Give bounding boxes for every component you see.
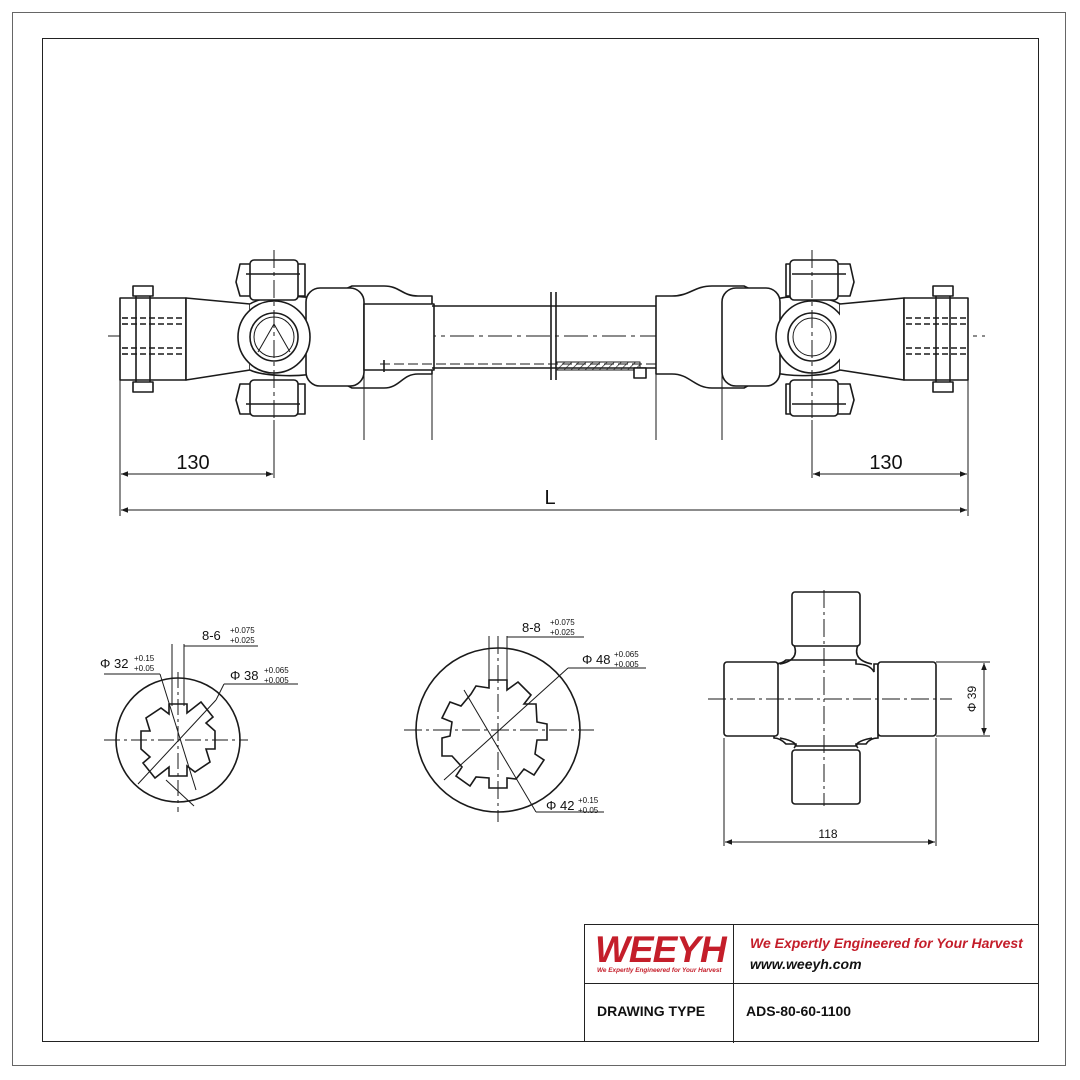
- sec2-key-tol-upper: +0.075: [550, 618, 575, 627]
- sec2-major-diameter: Φ 48: [582, 652, 610, 667]
- dim-cross-diameter: Φ 39: [965, 686, 979, 713]
- cross-cap-top: [791, 591, 861, 647]
- title-block-type-value-cell: ADS-80-60-1100: [734, 984, 1039, 1043]
- title-block-type-label-cell: DRAWING TYPE: [585, 984, 734, 1043]
- center-tube: [363, 292, 660, 380]
- sec1-major-tol-upper: +0.065: [264, 666, 289, 675]
- sec1-key-width: 8-6: [202, 628, 221, 643]
- dim-left-130: 130: [176, 452, 209, 474]
- brand-logo-tagline: We Expertly Engineered for Your Harvest: [597, 967, 722, 974]
- title-block-slogan-cell: We Expertly Engineered for Your Harvest …: [734, 925, 1039, 984]
- drawing-type-label: DRAWING TYPE: [597, 1003, 706, 1019]
- right-end-collar: [903, 285, 969, 393]
- sec1-major-tol-lower: +0.005: [264, 676, 289, 685]
- shaft-assembly-view: [108, 250, 985, 516]
- sec2-minor-tol-lower: +0.05: [578, 806, 599, 815]
- spline-section-8-tooth: [404, 636, 646, 822]
- sec2-key-width: 8-8: [522, 620, 541, 635]
- spline-section-6-tooth: [104, 644, 298, 812]
- sec2-minor-diameter: Φ 42: [546, 798, 574, 813]
- dim-right-130: 130: [869, 452, 902, 474]
- extension-lines: [119, 374, 969, 516]
- cross-cap-bottom: [791, 749, 861, 805]
- sec1-key-tol-upper: +0.075: [230, 626, 255, 635]
- sec1-minor-tol-upper: +0.15: [134, 654, 155, 663]
- company-website: www.weeyh.com: [750, 956, 862, 972]
- cross-body: [773, 659, 879, 747]
- universal-joint-cross: [708, 590, 990, 846]
- sec1-key-tol-lower: +0.025: [230, 636, 255, 645]
- brand-logo: WEEYH: [595, 929, 727, 970]
- right-yoke: [655, 250, 905, 440]
- sec2-minor-tol-upper: +0.15: [578, 796, 599, 805]
- left-end-collar: [119, 285, 187, 393]
- title-block: WEEYH We Expertly Engineered for Your Ha…: [584, 924, 1039, 1043]
- sec1-minor-diameter: Φ 32: [100, 656, 128, 671]
- title-block-logo-cell: WEEYH We Expertly Engineered for Your Ha…: [585, 925, 734, 984]
- dim-overall-length: L: [544, 487, 555, 509]
- drawing-border: [42, 38, 1039, 1042]
- sec2-major-tol-lower: +0.005: [614, 660, 639, 669]
- drawing-type-value: ADS-80-60-1100: [746, 1003, 852, 1019]
- sec1-minor-tol-lower: +0.05: [134, 664, 155, 673]
- dim-cross-span: 118: [818, 827, 837, 841]
- company-slogan: We Expertly Engineered for Your Harvest: [750, 935, 1023, 951]
- outer-border: [12, 12, 1066, 1066]
- sec1-major-diameter: Φ 38: [230, 668, 258, 683]
- sec2-major-tol-upper: +0.065: [614, 650, 639, 659]
- sec2-key-tol-lower: +0.025: [550, 628, 575, 637]
